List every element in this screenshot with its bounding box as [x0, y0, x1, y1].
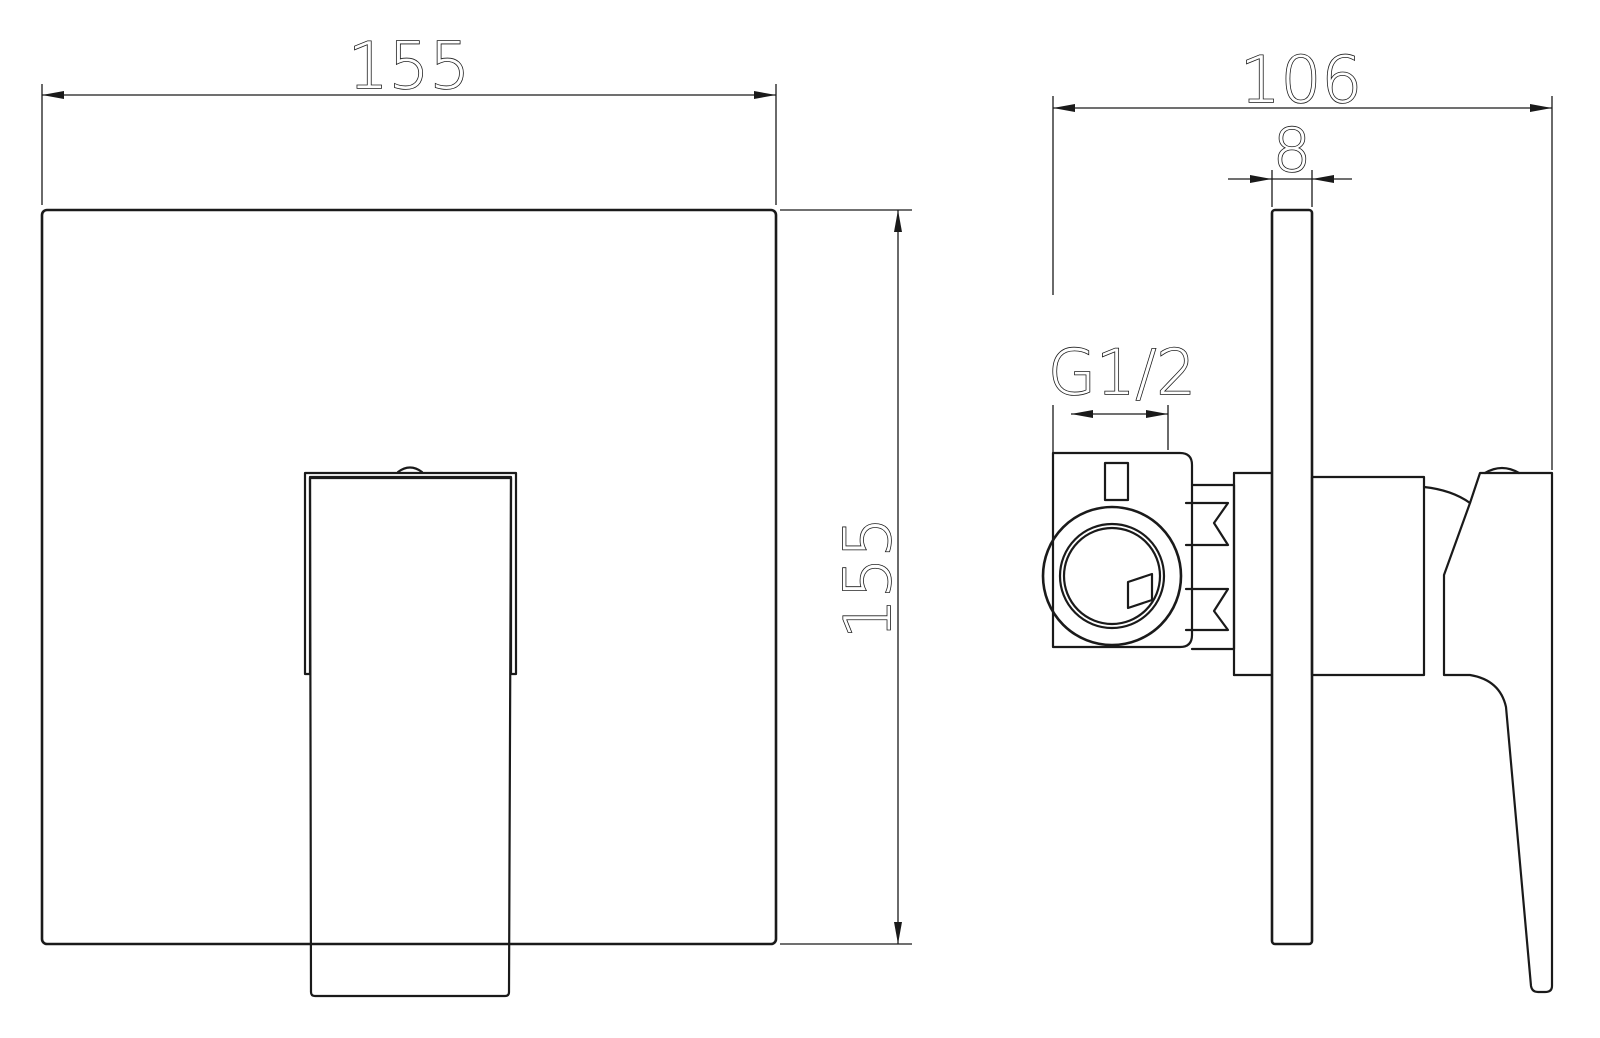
handle-lever-front — [303, 466, 518, 998]
thread-label: G1/2 — [1048, 336, 1196, 409]
cartridge-housing — [1310, 475, 1426, 677]
depth-dimension: 106 — [1052, 43, 1553, 470]
height-dimension: 155 — [780, 209, 912, 945]
side-view: 106 8 G1/2 — [1041, 43, 1554, 994]
front-view: 155 155 — [40, 29, 912, 998]
cover-plate — [40, 208, 778, 946]
wall-plate — [1270, 208, 1314, 946]
width-label: 155 — [348, 30, 470, 104]
plate-thickness-dimension: 8 — [1228, 115, 1352, 207]
thread-dimension: G1/2 — [1047, 335, 1197, 455]
height-label: 155 — [832, 517, 906, 639]
depth-label: 106 — [1240, 44, 1362, 118]
plate-thickness-label: 8 — [1273, 116, 1311, 186]
mixer-body — [1051, 451, 1274, 677]
handle-lever-side — [1422, 466, 1554, 994]
inlet-port — [1041, 505, 1183, 647]
width-dimension: 155 — [41, 29, 777, 205]
